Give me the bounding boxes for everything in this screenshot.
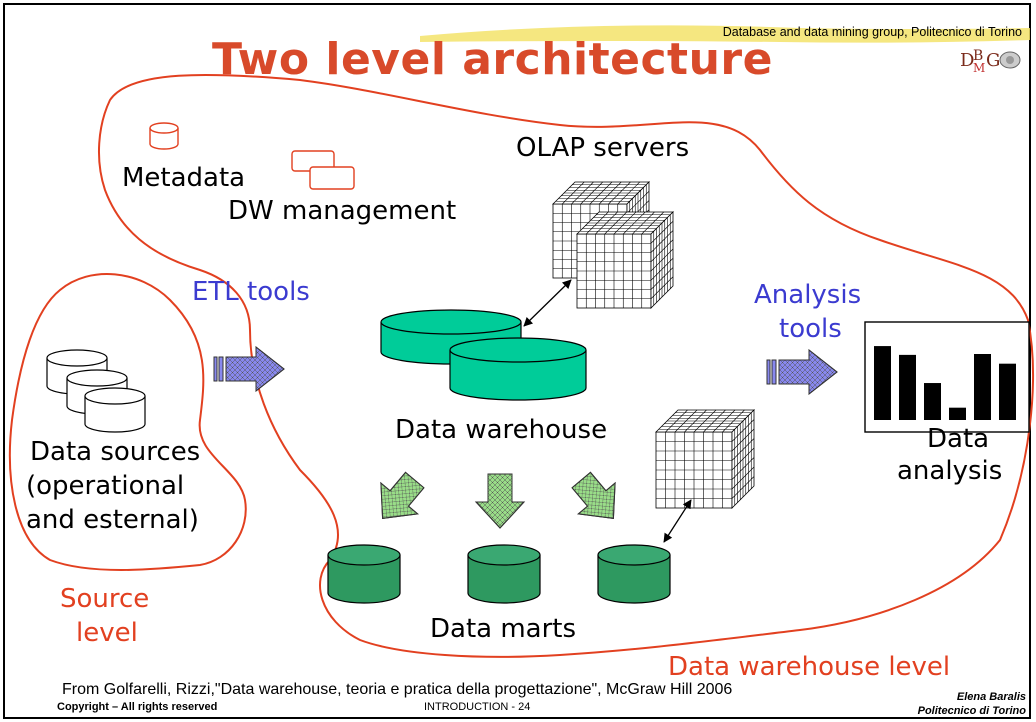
dw-management-icon [291,150,355,190]
dw-cylinder-front [449,337,587,401]
analysis-bar [974,354,991,420]
olap-dw-connector [523,279,572,327]
data-marts-label: Data marts [430,614,577,644]
svg-text:G: G [986,50,1000,71]
data-source-cylinder-3 [84,387,146,433]
data-analysis-label-1: Data [927,424,990,454]
data-sources-label-3: and esternal) [26,505,199,535]
page-title: Two level architecture [212,34,773,85]
analysis-bar [924,383,941,420]
group-name: Database and data mining group, Politecn… [722,25,1022,39]
data-sources-label-1: Data sources [30,437,201,467]
footer-author-block: Elena Baralis Politecnico di Torino [918,690,1026,718]
header-brush-stroke [420,25,1030,43]
metadata-label: Metadata [122,163,246,193]
analysis-bar [874,346,891,420]
analysis-flow-arrow-icon [766,348,838,396]
dw-to-mart-arrow-3 [571,471,616,519]
data-sources-label-2: (operational [26,471,185,501]
analysis-tools-label-1: Analysis [754,280,862,310]
footer-institution: Politecnico di Torino [917,705,1026,717]
footer-author: Elena Baralis [956,691,1026,703]
bar-chart-icon [864,321,1030,433]
dw-to-mart-arrow-2 [474,473,526,529]
source-level-region [8,273,247,571]
dbmg-logo: D B M G [960,48,1021,74]
svg-text:D: D [960,50,974,71]
footer-slide-ref: INTRODUCTION - 24 [424,701,531,713]
analysis-bar [999,363,1016,420]
dw-management-label: DW management [228,196,457,226]
data-analysis-label-2: analysis [897,456,1003,486]
analysis-bar [899,354,916,420]
source-level-label-2: level [76,618,138,648]
data-warehouse-label: Data warehouse [395,415,608,445]
dw-to-mart-arrow-1 [380,471,425,519]
cube-mart-connector [663,499,692,543]
metadata-cylinder-icon [149,122,179,150]
dw-level-region [97,73,1034,658]
analysis-bar [949,407,966,420]
footer-source: From Golfarelli, Rizzi,"Data warehouse, … [62,681,733,698]
source-level-label-1: Source [60,584,150,614]
dw-level-label: Data warehouse level [668,652,951,682]
etl-flow-arrow-icon [213,345,285,393]
data-mart-cylinder-1 [327,544,401,604]
olap-cube-front [576,211,674,309]
svg-text:B: B [973,48,983,64]
olap-cube-marts [655,409,755,509]
analysis-tools-label-2: tools [779,314,842,344]
data-mart-cylinder-3 [597,544,671,604]
olap-servers-label: OLAP servers [516,133,690,163]
data-mart-cylinder-2 [467,544,541,604]
svg-text:M: M [973,61,985,74]
footer-copyright: Copyright – All rights reserved [57,701,218,713]
etl-tools-label: ETL tools [192,277,310,307]
slide-frame [3,3,1031,719]
